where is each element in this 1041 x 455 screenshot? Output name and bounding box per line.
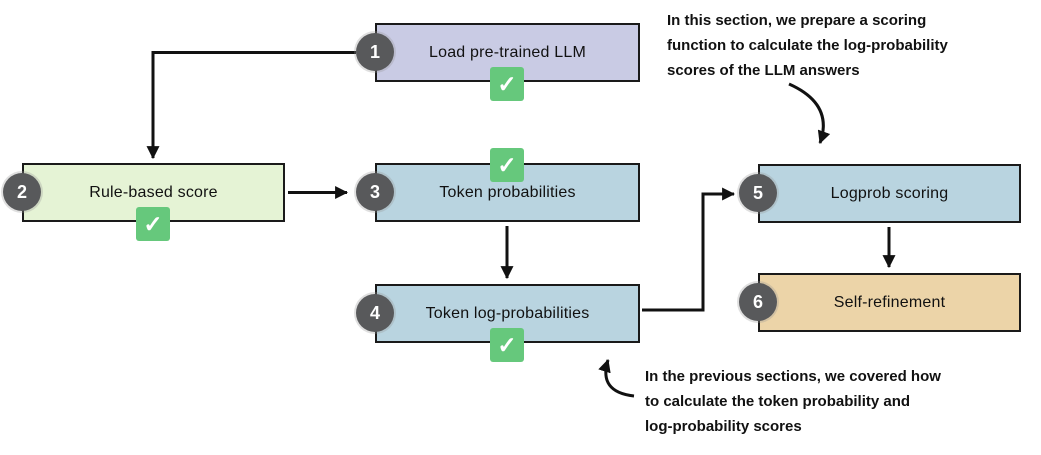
step-number-badge-6: 6 xyxy=(739,283,777,321)
check-icon-step-1: ✓ xyxy=(490,67,524,101)
step-label-6: Self-refinement xyxy=(833,293,946,311)
annotation-top: In this section, we prepare a scoring fu… xyxy=(667,8,957,83)
check-icon-step-4: ✓ xyxy=(490,328,524,362)
step-label-3: Token probabilities xyxy=(439,183,576,201)
step-box-6: Self-refinement xyxy=(758,273,1021,332)
step-number-badge-3: 3 xyxy=(356,173,394,211)
annotation-bottom: In the previous sections, we covered how… xyxy=(645,364,955,439)
step-number-badge-5: 5 xyxy=(739,174,777,212)
check-icon-step-2: ✓ xyxy=(136,207,170,241)
step-box-5: Logprob scoring xyxy=(758,164,1021,223)
check-icon-step-3: ✓ xyxy=(490,148,524,182)
annotation-line: function to calculate the log-probabilit… xyxy=(667,37,948,54)
step-number-badge-4: 4 xyxy=(356,294,394,332)
step-number-badge-1: 1 xyxy=(356,33,394,71)
annotation-arrow-top xyxy=(788,82,831,145)
annotation-line: In the previous sections, we covered how xyxy=(645,368,941,385)
step-label-2: Rule-based score xyxy=(89,183,218,201)
step-label-4: Token log-probabilities xyxy=(425,304,590,322)
step-number-badge-2: 2 xyxy=(3,173,41,211)
step-label-5: Logprob scoring xyxy=(830,184,949,202)
annotation-arrow-bottom xyxy=(598,358,635,398)
annotation-line: log-probability scores xyxy=(645,418,802,435)
annotation-line: In this section, we prepare a scoring xyxy=(667,12,927,29)
arrow-step4-to-step5 xyxy=(642,187,736,312)
arrow-step1-to-step2 xyxy=(146,51,356,160)
annotation-line: scores of the LLM answers xyxy=(667,62,860,79)
step-label-1: Load pre-trained LLM xyxy=(429,43,586,61)
annotation-line: to calculate the token probability and xyxy=(645,393,911,410)
